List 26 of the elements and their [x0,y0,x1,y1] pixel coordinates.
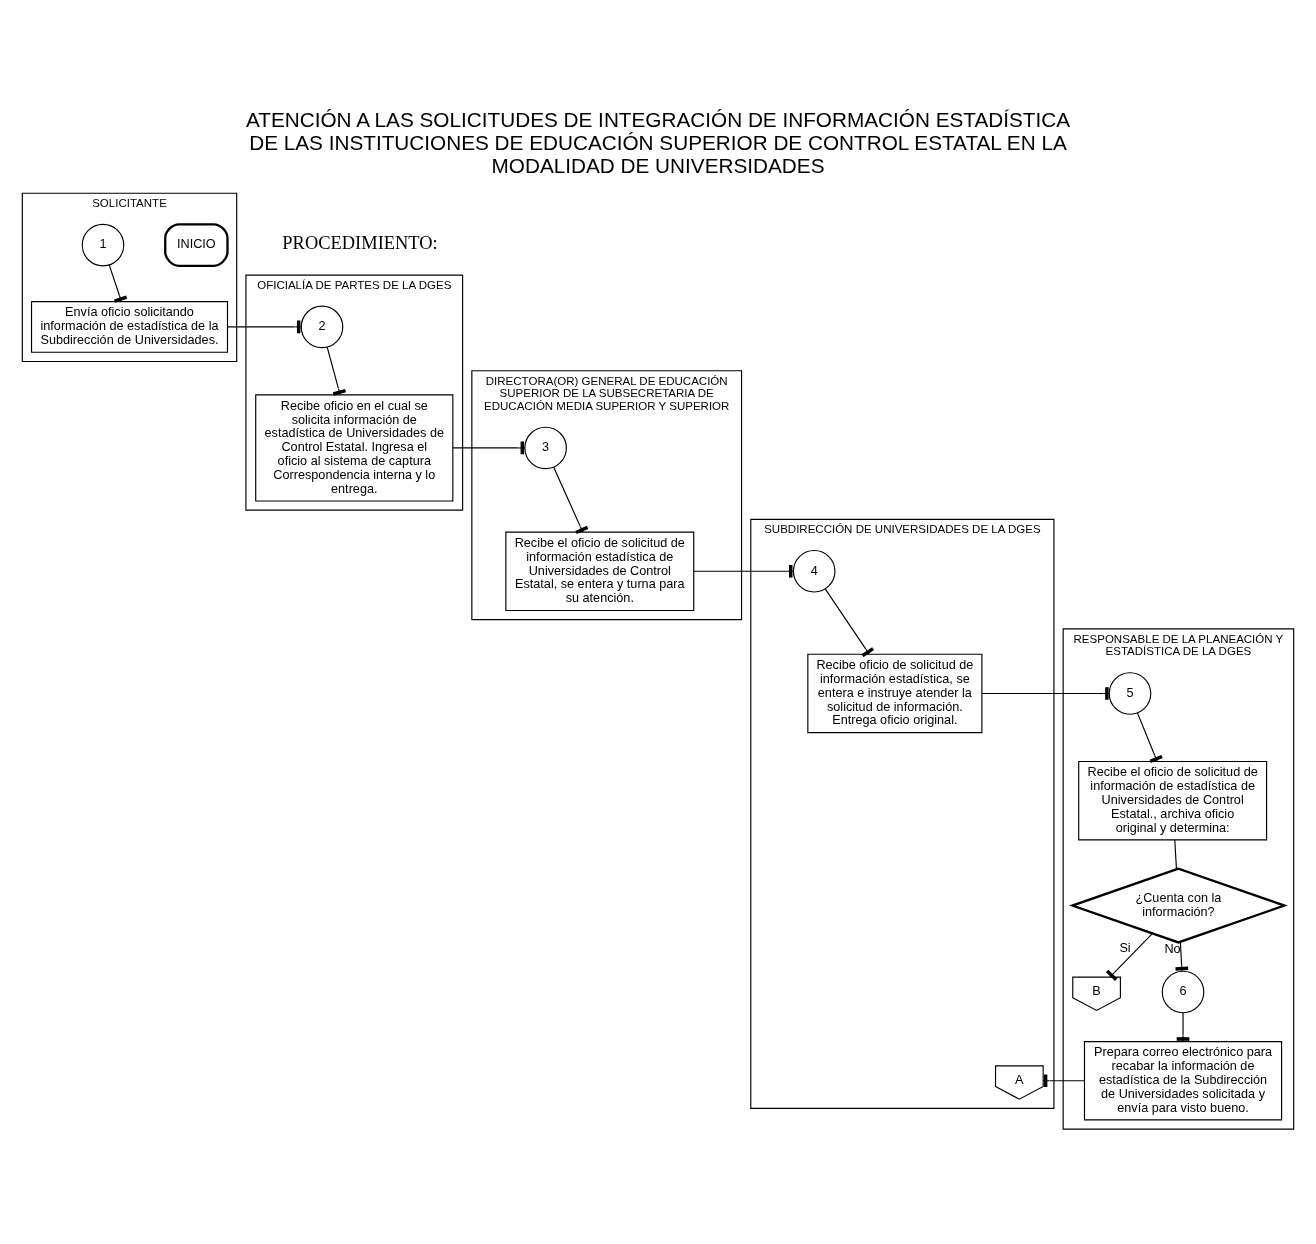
node-circle: 1 [81,223,125,267]
node-box: Recibe oficio en el cual se solicita información de estadística de Universidades de Control Estatal. Ingresa el oficio al sistema de captura Correspondencia interna y lo entrega. [255,394,454,502]
node-circle: 4 [792,549,836,593]
node-circle: 3 [524,426,567,470]
node-box: Recibe el oficio de solicitud de información de estadística de Universidades de Control Estatal., archiva oficio original y determina: [1078,760,1268,841]
connector [1105,933,1153,982]
connector [1175,941,1189,972]
node-circle: 2 [300,305,344,349]
node-box: Prepara correo electrónico para recabar la información de estadística de la Subdirección de Universidades solicitada y envía para visto bueno. [1083,1041,1283,1121]
node-circle: 5 [1108,672,1152,715]
label: PROCEDIMIENTO: [282,233,438,254]
node-circle: 6 [1161,970,1205,1014]
connector [1174,839,1178,870]
connector [824,588,875,658]
connector [553,466,589,535]
node-box: Recibe el oficio de solicitud de información estadística de Universidades de Control Estatal, se entera y turna para su atención. [505,531,695,612]
diagram-title: ATENCIÓN A LAS SOLICITUDES DE INTEGRACIÓN DE INFORMACIÓN ESTADÍSTICA DE LAS INSTITUCIONES DE EDUCACIÓN SUPERIOR DE CONTROL ESTATAL EN LA MODALIDAD DE UNIVERSIDADES [245,107,1071,177]
connector [108,264,128,303]
connector [1176,1012,1190,1042]
connector [1136,712,1163,763]
node-box: Envía oficio solicitando información de estadística de la Subdirección de Universidades. [30,301,229,353]
edge-label: No [1164,941,1181,956]
connector [326,346,346,396]
node-diamond: ¿Cuenta con la información? [1068,867,1288,944]
node-box: INICIO [164,223,229,267]
node-box: Recibe oficio de solicitud de información estadística, se entera e instruye atender la solicitud de información. Entrega oficio original. [807,653,983,734]
